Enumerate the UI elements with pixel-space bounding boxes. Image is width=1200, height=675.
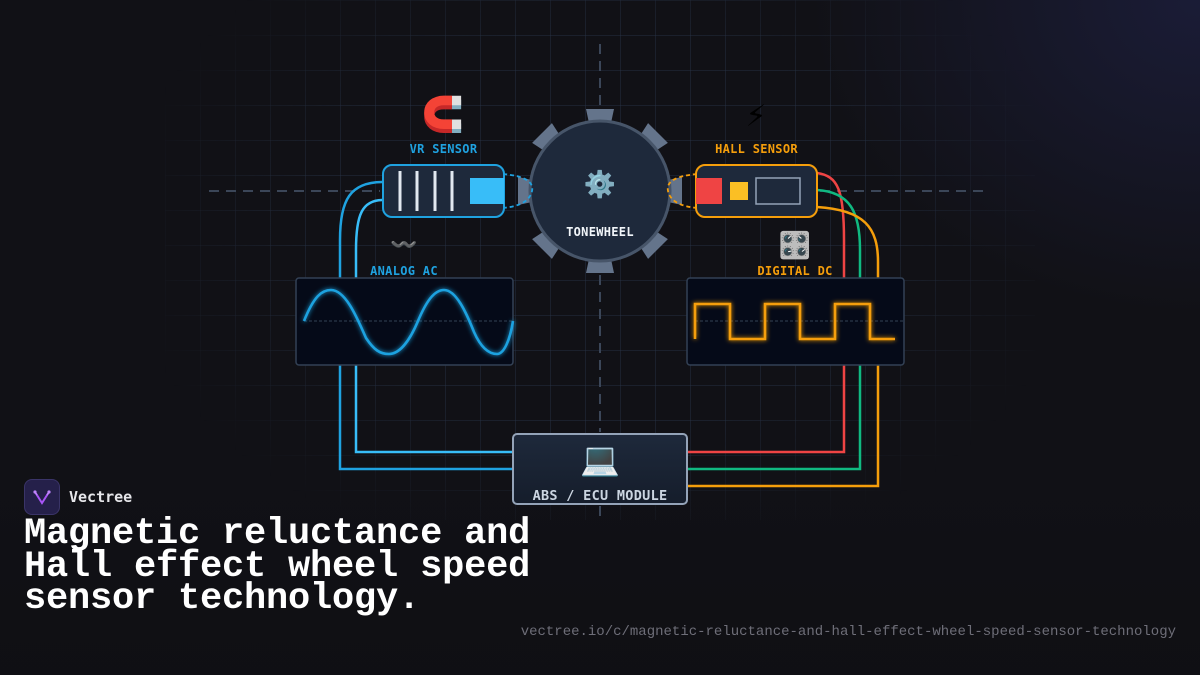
magnetic-field-lines <box>502 173 698 209</box>
magnet-icon: 🧲 <box>421 95 465 135</box>
control-knobs-icon: 🎛️ <box>778 231 812 261</box>
laptop-icon: 💻 <box>580 440 620 478</box>
page-title: Magnetic reluctance and Hall effect whee… <box>24 513 531 620</box>
lightning-icon: ⚡ <box>745 95 767 135</box>
ecu-module-label: ABS / ECU MODULE <box>532 488 668 504</box>
vectree-logo-icon <box>24 479 60 515</box>
brand-name: Vectree <box>69 488 133 506</box>
vr-sensor-wires <box>338 180 513 471</box>
analog-ac-scope <box>295 277 515 366</box>
vr-sensor-label: VR SENSOR <box>409 142 478 156</box>
wavy-dash-icon: 〰️ <box>390 233 418 258</box>
hall-sensor-wires <box>687 171 880 488</box>
brand: Vectree <box>24 479 132 515</box>
ecu-module-box[interactable] <box>512 433 688 505</box>
tonewheel-label: TONEWHEEL <box>566 225 634 239</box>
analog-ac-label: ANALOG AC <box>370 264 438 278</box>
axis-guides <box>209 44 985 522</box>
hall-sensor-body[interactable] <box>695 164 818 218</box>
sine-waveform <box>302 288 515 356</box>
digital-dc-scope <box>686 277 905 366</box>
digital-dc-label: DIGITAL DC <box>757 264 833 278</box>
gear-icon: ⚙️ <box>583 170 617 200</box>
page-url[interactable]: vectree.io/c/magnetic-reluctance-and-hal… <box>520 624 1176 640</box>
hall-sensor-label: HALL SENSOR <box>715 142 798 156</box>
vr-sensor-body[interactable] <box>382 164 505 218</box>
square-waveform <box>693 302 895 341</box>
